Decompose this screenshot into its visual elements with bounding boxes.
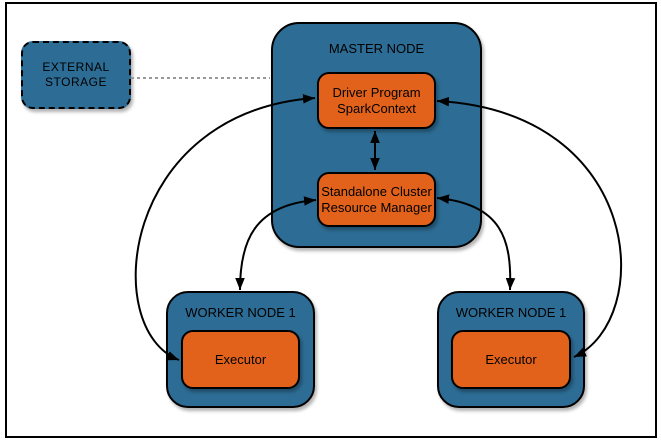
- worker-node-right-title: WORKER NODE 1: [455, 305, 567, 320]
- resource-manager-node: Standalone Cluster Resource Manager: [317, 172, 436, 227]
- driver-program-label-line2: SparkContext: [337, 100, 416, 116]
- worker-node-left: WORKER NODE 1 Executor: [166, 291, 315, 408]
- worker-node-left-title: WORKER NODE 1: [185, 305, 296, 320]
- executor-right-label: Executor: [485, 351, 537, 367]
- worker-node-right: WORKER NODE 1 Executor: [437, 291, 585, 408]
- executor-left-node: Executor: [181, 330, 300, 389]
- master-node-title: MASTER NODE: [328, 41, 425, 56]
- driver-program-node: Driver Program SparkContext: [317, 72, 436, 129]
- resource-manager-label-line2: Resource Manager: [321, 199, 432, 215]
- page-border: [5, 2, 657, 438]
- master-node: MASTER NODE Driver Program SparkContext …: [271, 22, 482, 248]
- driver-program-label-line1: Driver Program: [332, 84, 421, 100]
- executor-right-node: Executor: [451, 330, 571, 389]
- executor-left-label: Executor: [214, 351, 267, 367]
- external-storage-label-line1: EXTERNAL: [42, 60, 110, 74]
- resource-manager-label-line1: Standalone Cluster: [321, 183, 432, 199]
- external-storage-node: EXTERNAL STORAGE: [21, 41, 131, 109]
- external-storage-label-line2: STORAGE: [45, 75, 107, 89]
